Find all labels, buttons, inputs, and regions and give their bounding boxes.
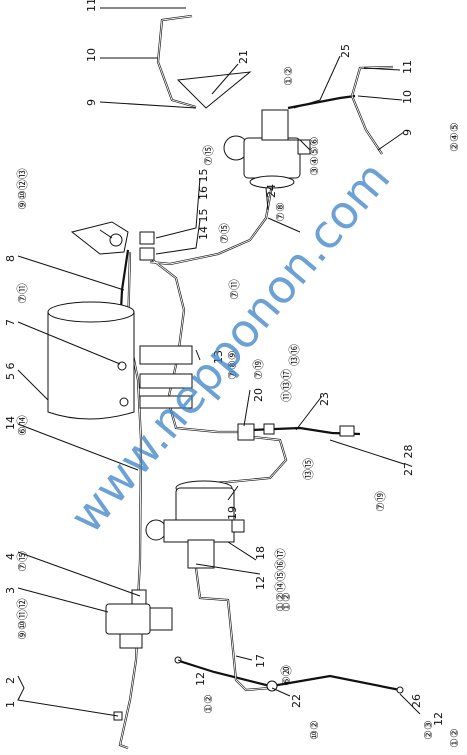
note-group: ①②⑭⑮⑯⑰ (274, 548, 287, 612)
bracket-21 (176, 71, 252, 109)
callout-labels: 11 10 9 21 25 11 10 9 16 15 14 15 24 8 7… (4, 0, 445, 726)
air-tank (47, 301, 135, 420)
callout-22: 22 (290, 694, 303, 708)
callout-13: 13 (212, 350, 225, 364)
note-group: ⑬⑮ (302, 458, 315, 480)
callout-14-15: 14 15 (197, 209, 210, 241)
callout-10-top: 10 (85, 48, 98, 62)
note-group: ⑦⑪ (16, 283, 29, 304)
note-group: ⑦⑧⑨ (226, 350, 239, 380)
fitting-27-28 (339, 425, 355, 437)
callout-23: 23 (318, 392, 331, 406)
callout-3: 3 (4, 587, 17, 594)
pipe-19 (199, 434, 288, 486)
callout-24: 24 (265, 184, 278, 198)
note-group: ⑨⑩⑪⑫ (16, 598, 29, 640)
note-group: ⑦⑮ (202, 145, 215, 166)
note-group: ①② (280, 592, 293, 612)
note-group: ①② (448, 728, 461, 748)
callout-18: 18 (254, 546, 267, 560)
note-group: ②③ (422, 720, 435, 740)
fitting-14-15 (139, 247, 155, 261)
callout-8: 8 (4, 255, 17, 262)
callout-1: 1 (4, 701, 17, 708)
callout-17: 17 (254, 654, 267, 668)
callout-5-6: 5 6 (4, 363, 17, 381)
brake-chamber-upper (223, 109, 311, 189)
note-groups: ①② ②④⑤ ③④⑤⑥ ⑦⑮ ⑦⑧ ⑨⑩⑫⑬ ⑦⑮ ⑦⑪ ⑦⑪ ⑦⑧⑨ ⑦⑲ ⑪… (16, 66, 461, 748)
callout-7: 7 (4, 319, 17, 326)
callout-27-28: 27 28 (402, 445, 415, 477)
note-group: ⑦⑮ (16, 551, 29, 572)
components (47, 71, 404, 721)
note-group: ⑦⑮ (218, 223, 231, 244)
note-group: ①② (282, 66, 295, 86)
note-group: ⑥⑭ (16, 415, 29, 436)
note-group: ⑩② (308, 720, 321, 740)
callout-25: 25 (339, 44, 352, 58)
callout-12-lower-right: 12 (432, 712, 445, 726)
note-group: ⑦⑧ (274, 202, 287, 222)
note-group: ⑦⑪ (228, 279, 241, 300)
tank-bracket-lower (139, 373, 193, 389)
callout-26: 26 (410, 694, 423, 708)
note-group: ②④⑤ (448, 122, 461, 152)
note-group: ③④⑤⑥ (308, 136, 321, 176)
note-group: ⑬⑯ (288, 344, 301, 366)
callout-12-middle: 12 (254, 576, 267, 590)
callout-11-right: 11 (401, 60, 414, 74)
callout-2: 2 (4, 677, 17, 684)
callout-9-right: 9 (401, 129, 414, 136)
callout-14: 14 (4, 416, 17, 430)
callout-16-15: 16 15 (197, 169, 210, 201)
leader-lines (17, 7, 421, 717)
callout-20: 20 (252, 388, 265, 402)
note-group: ⑥⑳ (280, 665, 293, 686)
callout-11-top: 11 (85, 0, 98, 12)
relay-valve-3 (105, 589, 173, 649)
callout-21: 21 (237, 50, 250, 64)
callout-19: 19 (226, 506, 239, 520)
valve-20 (237, 423, 275, 441)
callout-4: 4 (4, 553, 17, 560)
tank-bracket-13-upper (139, 345, 193, 365)
note-group: ①② (202, 694, 215, 714)
fitting-16-15 (139, 231, 155, 245)
note-group: ⑨⑩⑫⑬ (16, 168, 29, 210)
note-group: ⑪⑬⑰ (280, 369, 293, 402)
pipe-22 (271, 674, 401, 692)
fitting-12-right (396, 686, 404, 694)
callout-9-top: 9 (85, 99, 98, 106)
callout-12-lower-left: 12 (194, 672, 207, 686)
note-group: ⑦⑲ (374, 491, 387, 512)
brake-chamber-lower (145, 480, 245, 569)
note-group: ⑦⑲ (252, 359, 265, 380)
pipe-top-left (156, 14, 197, 109)
tank-bracket-bottom (139, 395, 193, 409)
callout-10-right: 10 (401, 90, 414, 104)
fitting-22 (266, 680, 278, 692)
